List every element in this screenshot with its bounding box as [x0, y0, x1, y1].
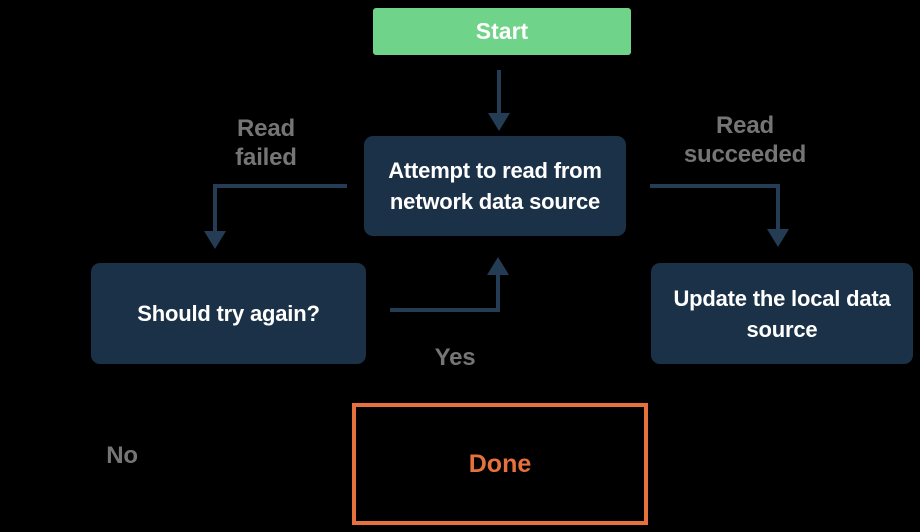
arrow-start-to-attempt: [488, 70, 510, 131]
edge-label-yes: Yes: [434, 344, 476, 371]
flow-node-should-try-again: Should try again?: [91, 263, 366, 364]
edge-label-read-failed: Read failed: [235, 115, 297, 171]
arrow-attempt-to-update: [650, 184, 789, 247]
edge-label-no: No: [106, 442, 138, 469]
arrow-attempt-to-should-try: [204, 184, 347, 249]
arrow-should-try-to-attempt: [390, 257, 509, 312]
flow-node-update-local-data: Update the local data source: [651, 263, 913, 364]
edge-label-read-succeeded: Read succeeded: [683, 112, 807, 168]
flow-node-attempt-read: Attempt to read from network data source: [364, 136, 626, 236]
flow-node-start: Start: [373, 8, 631, 55]
flow-node-done: Done: [352, 403, 648, 525]
